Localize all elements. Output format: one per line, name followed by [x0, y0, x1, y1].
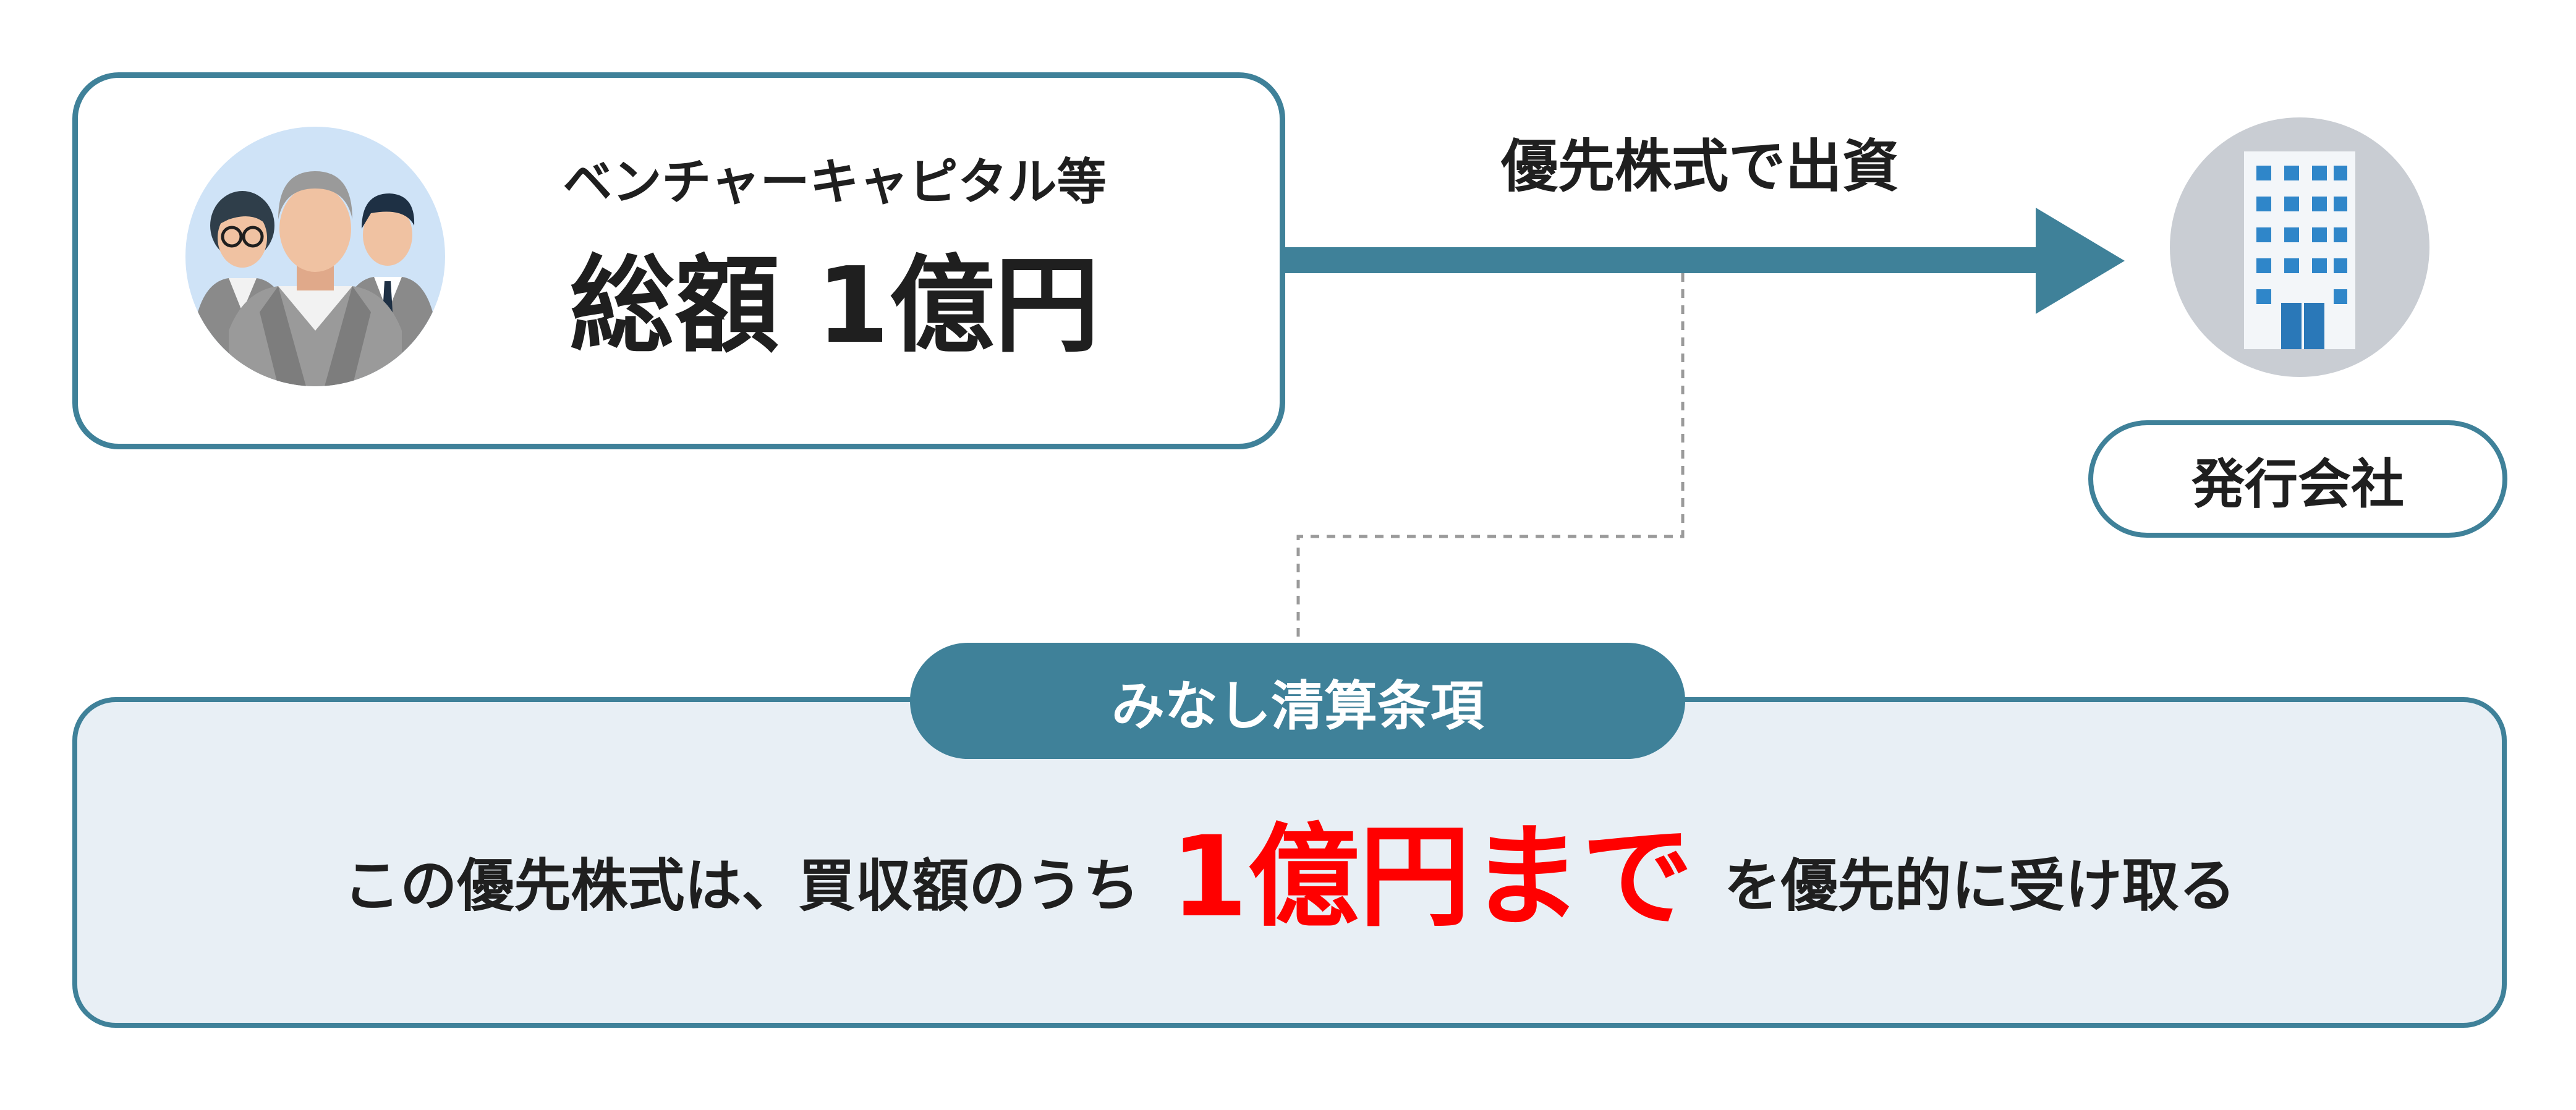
- clause-title-tab: みなし清算条項: [910, 643, 1685, 759]
- clause-highlight: 1億円まで: [1170, 813, 1693, 942]
- company-label: 発行会社: [2191, 453, 2404, 515]
- clause-title: みなし清算条項: [1112, 675, 1484, 737]
- investor-label: ベンチャーキャピタル等: [563, 153, 1107, 211]
- clause-text-before: この優先株式は、買収額のうち: [343, 853, 1140, 919]
- arrow-head-icon: [2036, 208, 2125, 314]
- clause-text-after: を優先的に受け取る: [1724, 853, 2236, 919]
- investment-label: 優先株式で出資: [1500, 133, 1899, 200]
- office-building-icon: [2170, 117, 2429, 377]
- company-label-box: 発行会社: [2088, 420, 2507, 538]
- investor-amount: 総額 1億円: [569, 245, 1100, 367]
- clause-sentence: この優先株式は、買収額のうち 1億円までを優先的に受け取る: [72, 816, 2507, 948]
- investor-group-icon: [185, 127, 445, 386]
- investment-arrow-shaft: [1285, 247, 2046, 273]
